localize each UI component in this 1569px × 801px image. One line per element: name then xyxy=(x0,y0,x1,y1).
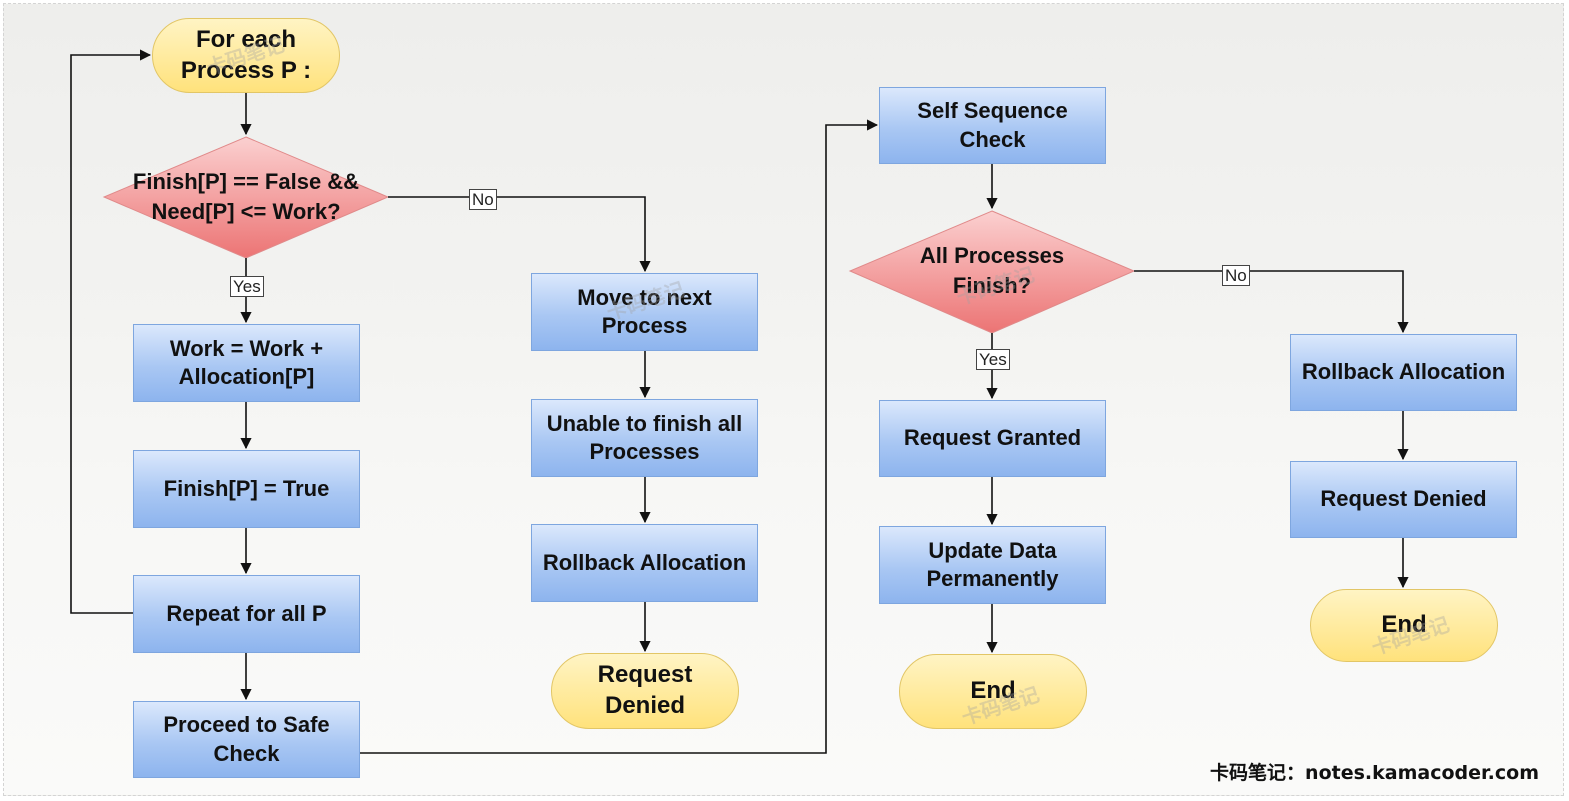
decision-need-label: Finish[P] == False && Need[P] <= Work? xyxy=(132,169,360,224)
end-right-label: End xyxy=(1381,611,1427,639)
self-check-label: Self Sequence Check xyxy=(917,98,1068,152)
unable-finish-label: Unable to finish all Processes xyxy=(546,410,743,464)
edge-check-to-move-no xyxy=(388,196,651,273)
edge-label-no-need: No xyxy=(469,189,497,210)
finish-true-label: Finish[P] = True xyxy=(163,475,330,501)
repeat-label: Repeat for all P xyxy=(166,600,327,626)
move-next-label: Move to next Process xyxy=(577,284,712,338)
unable-finish-box: Unable to finish all Processes xyxy=(531,399,758,477)
edge-label-yes-need: Yes xyxy=(230,276,264,297)
denied-right-label: Request Denied xyxy=(1320,486,1487,512)
end-middle-terminal: End xyxy=(899,654,1087,729)
end-right-terminal: End xyxy=(1310,589,1498,662)
start-terminal-label: For each Process P : xyxy=(180,25,312,84)
footer-credit: 卡码笔记：notes.kamacoder.com xyxy=(1210,762,1539,784)
proceed-safe-box: Proceed to Safe Check xyxy=(133,701,360,778)
edge-label-no-all-finish: No xyxy=(1222,265,1250,286)
denied-left-terminal: Request Denied xyxy=(551,653,739,729)
end-middle-label: End xyxy=(970,677,1016,705)
move-next-box: Move to next Process xyxy=(531,273,758,351)
proceed-safe-label: Proceed to Safe Check xyxy=(163,712,330,766)
decision-all-finish-label: All Processes Finish? xyxy=(919,243,1065,298)
edge-proceed-to-self-check xyxy=(360,119,879,754)
edge-label-yes-all-finish: Yes xyxy=(976,349,1010,370)
update-data-label: Update Data Permanently xyxy=(926,537,1059,591)
rollback-left-label: Rollback Allocation xyxy=(542,549,747,575)
edge-repeat-loop-to-start xyxy=(70,49,152,614)
work-update-box: Work = Work + Allocation[P] xyxy=(133,324,360,402)
granted-box: Request Granted xyxy=(879,400,1106,477)
repeat-box: Repeat for all P xyxy=(133,575,360,653)
start-terminal: For each Process P : xyxy=(152,18,340,93)
work-update-label: Work = Work + Allocation[P] xyxy=(169,335,324,389)
update-data-box: Update Data Permanently xyxy=(879,526,1106,604)
granted-label: Request Granted xyxy=(903,425,1082,451)
rollback-right-box: Rollback Allocation xyxy=(1290,334,1517,411)
rollback-right-label: Rollback Allocation xyxy=(1301,359,1506,385)
rollback-left-box: Rollback Allocation xyxy=(531,524,758,602)
denied-right-box: Request Denied xyxy=(1290,461,1517,538)
edge-all-finish-to-rollback-no xyxy=(1134,270,1409,334)
self-check-box: Self Sequence Check xyxy=(879,87,1106,164)
finish-true-box: Finish[P] = True xyxy=(133,450,360,528)
denied-left-label: Request Denied xyxy=(597,661,693,719)
